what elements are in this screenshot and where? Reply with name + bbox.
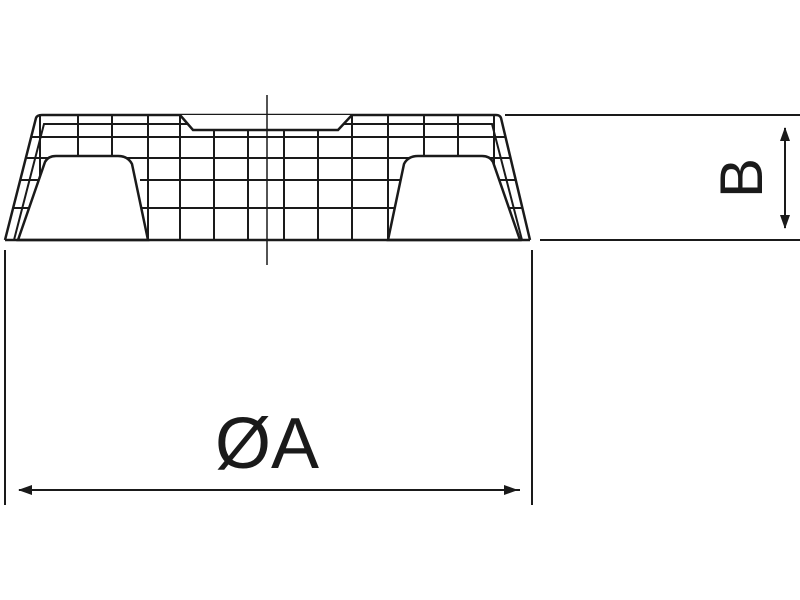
top-recess [179, 114, 353, 132]
left-foot-cavity [16, 154, 150, 242]
diameter-label: ØA [215, 404, 319, 484]
dimension-diameter [4, 250, 533, 505]
dimension-height [505, 114, 800, 241]
part-body [3, 113, 532, 242]
height-label: B [708, 158, 775, 198]
right-foot-cavity [386, 154, 522, 242]
